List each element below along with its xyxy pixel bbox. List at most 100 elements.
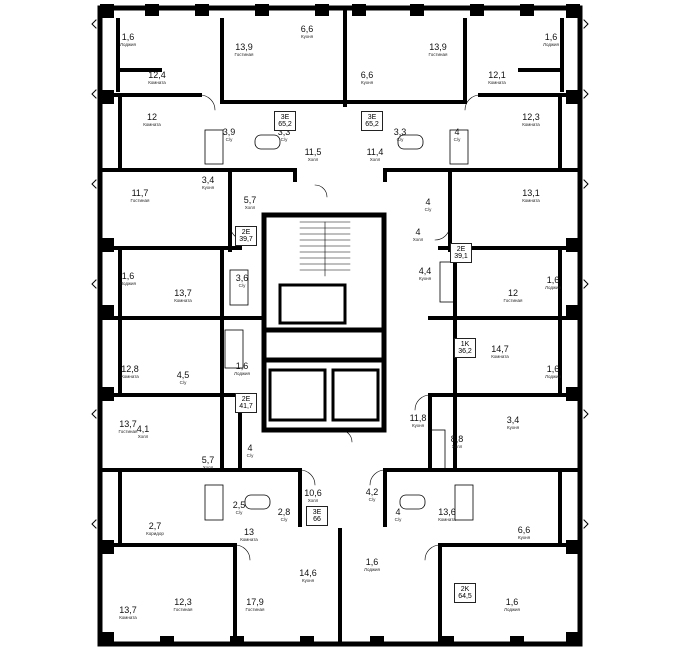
room-name: Гостиная — [118, 428, 138, 434]
apartment-area: 36,2 — [458, 348, 472, 355]
room-name: Холл — [412, 236, 424, 242]
room-name: Кухня — [360, 79, 374, 85]
room-name: Комната — [119, 614, 137, 620]
room-area: 13,7 — [119, 604, 137, 615]
room-name: Кухня — [411, 422, 425, 428]
room-name: Комната — [491, 353, 509, 359]
room-name: Комната — [174, 297, 192, 303]
room-name: Кухня — [517, 534, 531, 540]
room-name: Лоджия — [545, 373, 561, 379]
room-area: 4 — [425, 196, 431, 207]
room-area: 5,7 — [243, 194, 257, 205]
apartment-type: 2E — [241, 396, 251, 403]
room-area: 13,6 — [438, 506, 456, 517]
room-name: С/у — [453, 136, 461, 142]
room-area: 12,3 — [522, 111, 540, 122]
apartment-area: 66 — [313, 516, 321, 523]
room-name: Гостиная — [428, 51, 448, 57]
room-area: 13,7 — [119, 418, 137, 429]
apartment-type: 1K — [460, 341, 470, 348]
room-name: С/у — [225, 136, 233, 142]
room-area: 2,7 — [148, 520, 162, 531]
apartment-type: 2K — [460, 586, 470, 593]
room-area: 1,6 — [121, 31, 135, 42]
room-area: 14,6 — [299, 567, 317, 578]
room-name: С/у — [179, 379, 187, 385]
room-name: С/у — [368, 496, 376, 502]
room-area: 3,6 — [235, 272, 249, 283]
room-name: С/у — [246, 452, 254, 458]
room-area: 10,6 — [304, 487, 322, 498]
apartment-area: 64,5 — [458, 593, 472, 600]
room-name: С/у — [280, 516, 288, 522]
room-area: 4,4 — [418, 265, 432, 276]
room-area: 5,7 — [201, 454, 215, 465]
room-name: Комната — [488, 79, 506, 85]
room-name: С/у — [396, 136, 404, 142]
room-name: С/у — [280, 136, 288, 142]
apartment-type: 2E — [241, 229, 251, 236]
apartment-area: 39,1 — [454, 253, 468, 260]
room-area: 6,6 — [300, 23, 314, 34]
room-area: 4 — [247, 442, 253, 453]
room-area: 12,8 — [121, 363, 139, 374]
room-area: 1,6 — [235, 360, 249, 371]
room-name: Кухня — [418, 275, 432, 281]
room-name: Комната — [522, 121, 540, 127]
room-area: 2,8 — [277, 506, 291, 517]
room-area: 13,7 — [174, 287, 192, 298]
room-area: 1,6 — [505, 596, 519, 607]
room-area: 3,4 — [201, 174, 215, 185]
room-area: 11,8 — [409, 412, 427, 423]
room-name: С/у — [238, 282, 246, 288]
apartment-area: 41,7 — [239, 403, 253, 410]
room-area: 6,6 — [517, 524, 531, 535]
room-area: 13 — [243, 526, 254, 537]
room-name: С/у — [424, 206, 432, 212]
room-area: 13,9 — [429, 41, 447, 52]
room-name: Гостиная — [245, 606, 265, 612]
room-area: 12,4 — [148, 69, 166, 80]
room-area: 4 — [395, 506, 401, 517]
room-name: Холл — [369, 156, 381, 162]
room-area: 13,1 — [522, 187, 540, 198]
room-name: Холл — [244, 204, 256, 210]
room-name: Комната — [148, 79, 166, 85]
room-area: 12 — [146, 111, 157, 122]
room-name: Лоджия — [120, 41, 136, 47]
